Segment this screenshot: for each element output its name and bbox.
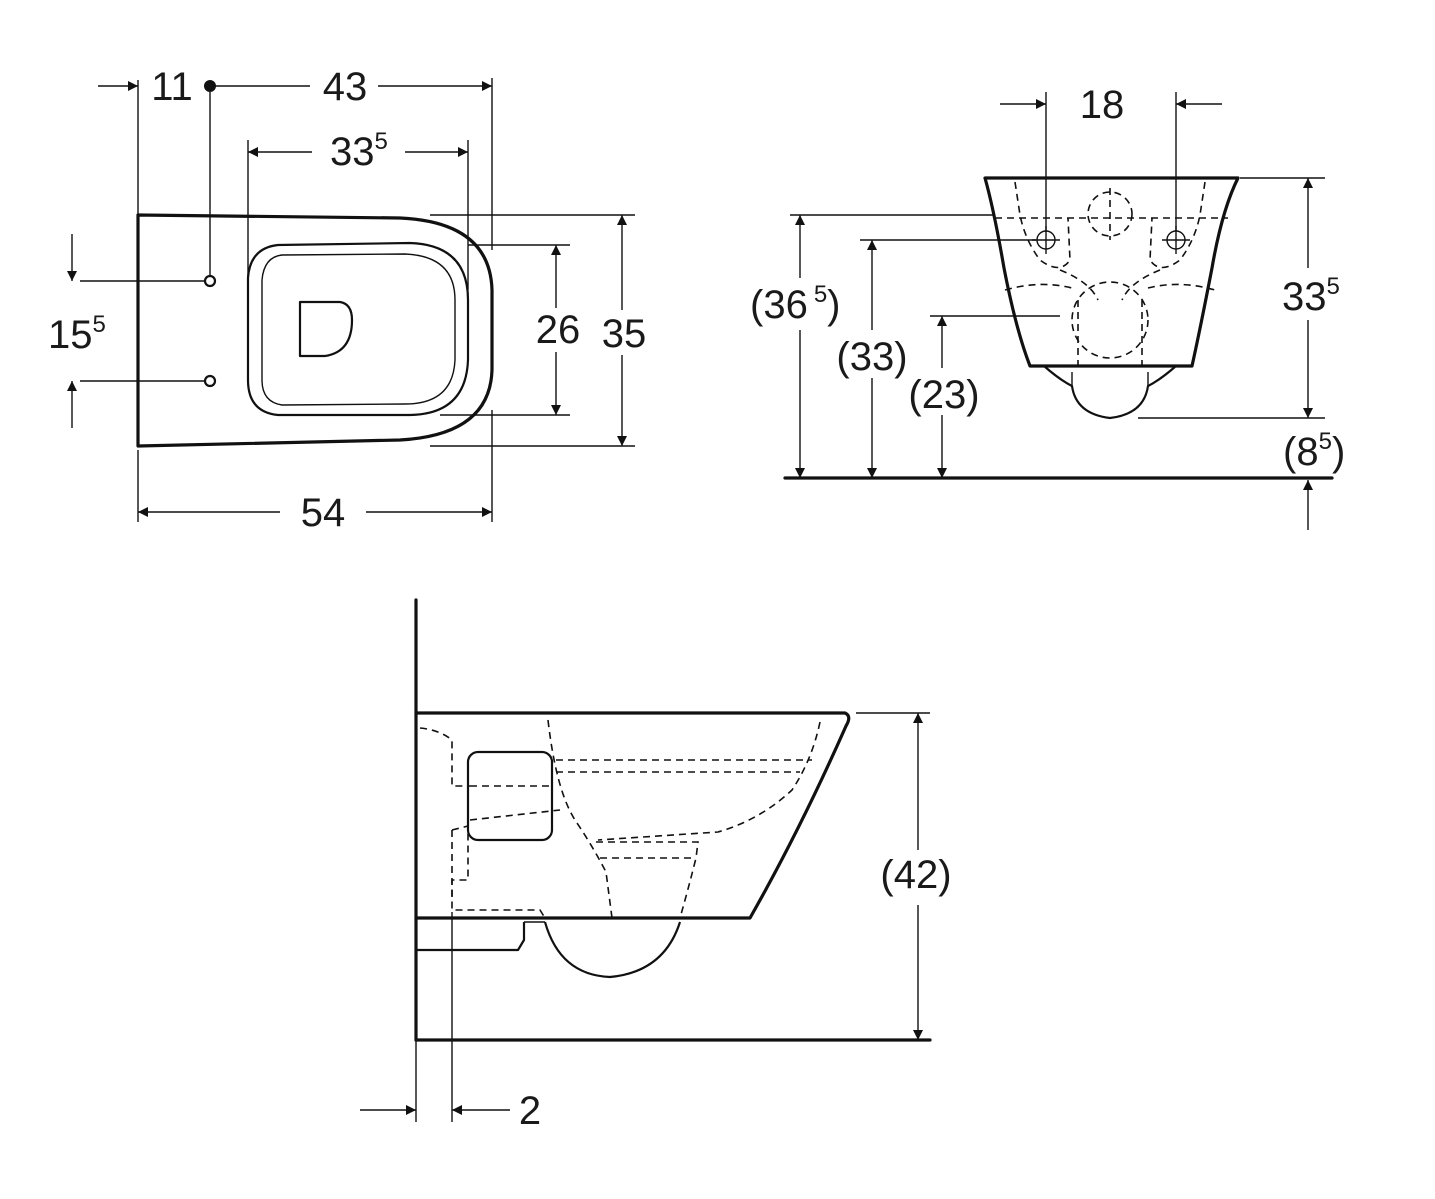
top-view-seat: [246, 241, 470, 417]
top-view-bowl-outline: [136, 213, 494, 448]
top-view: 11 43 335 155 26 35 54: [48, 65, 646, 535]
dim-33-5-front-label: 335: [1282, 273, 1340, 319]
dim-23-label: (23): [908, 373, 979, 417]
side-view-trap: [543, 921, 682, 979]
side-view-body: [414, 711, 851, 920]
dim-18-label: 18: [1080, 83, 1125, 127]
front-view-body: [983, 176, 1240, 368]
fixing-hole-upper: [203, 274, 217, 288]
top-view-seat-inner: [261, 253, 456, 406]
fixing-hole-lower: [203, 374, 217, 388]
dim-43-label: 43: [323, 65, 368, 109]
top-view-outlet: [298, 300, 354, 358]
side-view: (42) 2: [360, 598, 952, 1133]
reference-point: [204, 80, 216, 92]
dim-15-5-label: 155: [48, 311, 106, 357]
dim-33-5-label: 335: [330, 128, 388, 174]
dim-11-label: 11: [151, 65, 193, 109]
dim-42-label: (42): [880, 853, 951, 897]
dim-8-5-label: (85): [1283, 428, 1345, 474]
dim-26-label: 26: [536, 308, 581, 352]
dim-33-label: (33): [836, 335, 907, 379]
dim-35-label: 35: [602, 312, 647, 356]
dim-2-label: 2: [519, 1089, 541, 1133]
front-view-outlet: [1043, 365, 1177, 420]
dim-54-label: 54: [301, 491, 346, 535]
